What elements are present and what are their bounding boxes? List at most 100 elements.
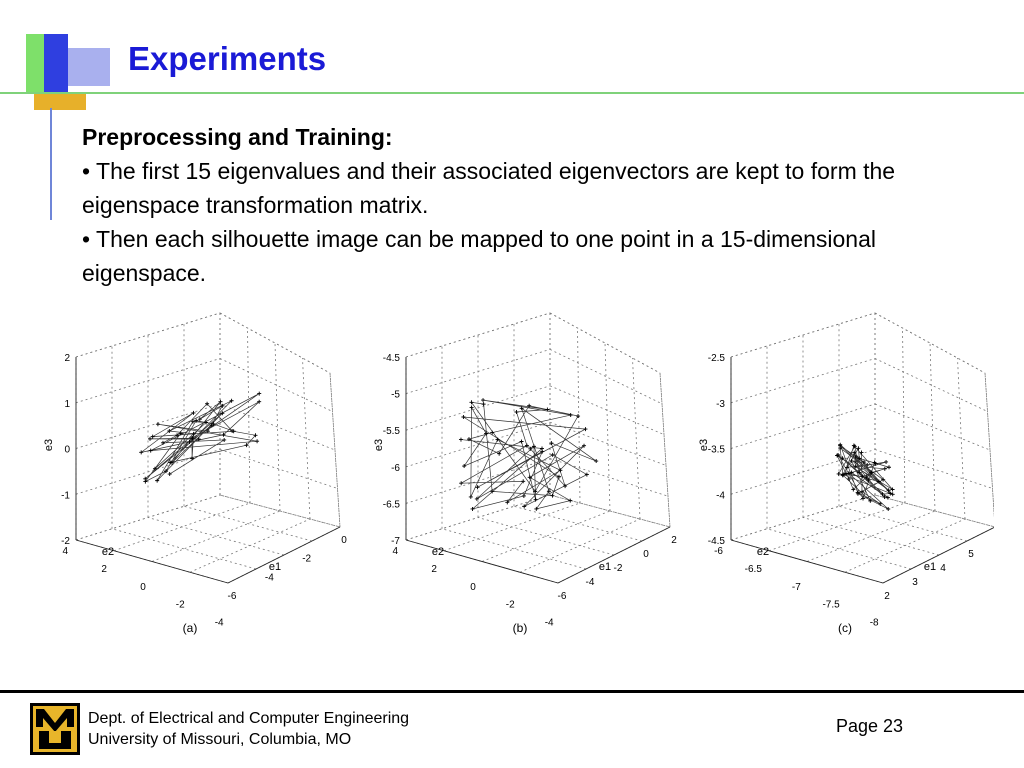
- plot-grid-line: [519, 518, 641, 573]
- data-point: [461, 414, 466, 419]
- data-point: [244, 443, 249, 448]
- deco-square-blue: [44, 34, 68, 92]
- plot-grid-line: [302, 357, 311, 520]
- data-point: [846, 476, 851, 481]
- plot-grid-line: [874, 494, 994, 528]
- z-tick-label: -2.5: [708, 353, 726, 364]
- data-point: [845, 465, 850, 470]
- y-tick-label: -6.5: [745, 564, 763, 575]
- data-point: [885, 495, 890, 500]
- data-point: [881, 477, 886, 482]
- data-point: [533, 497, 538, 502]
- plot-caption: (c): [838, 621, 852, 635]
- data-point: [886, 488, 891, 493]
- data-point: [474, 496, 479, 501]
- data-point: [189, 435, 194, 440]
- data-point: [550, 452, 555, 457]
- data-point: [229, 398, 234, 403]
- plot-axis-line: [329, 372, 341, 528]
- data-point: [558, 468, 563, 473]
- data-point: [257, 399, 262, 404]
- data-point: [853, 464, 858, 469]
- plot-grid-line: [219, 449, 338, 489]
- y-tick-label: -2: [176, 600, 185, 611]
- plot-grid-line: [247, 327, 251, 504]
- data-point: [190, 419, 195, 424]
- z-tick-label: 0: [64, 445, 70, 456]
- deco-square-gold: [34, 92, 86, 110]
- y-axis-label: e2: [432, 546, 444, 558]
- data-point: [196, 437, 201, 442]
- plot-grid-line: [219, 494, 341, 528]
- data-point: [191, 410, 196, 415]
- footer-divider: [0, 690, 1024, 693]
- data-point: [521, 479, 526, 484]
- plot-grid-line: [768, 502, 906, 552]
- plot-grid-line: [957, 357, 966, 520]
- data-point: [545, 407, 550, 412]
- data-point: [882, 494, 887, 499]
- z-tick-label: -4: [716, 490, 725, 501]
- plot-grid-line: [513, 505, 643, 542]
- data-point: [838, 442, 843, 447]
- plot-grid-line: [113, 502, 251, 552]
- plot-axis-line: [75, 539, 229, 584]
- data-point: [853, 459, 858, 464]
- data-point: [550, 493, 555, 498]
- data-point: [840, 472, 845, 477]
- z-axis-label: e3: [43, 439, 55, 451]
- plot-grid-line: [929, 342, 936, 512]
- data-point: [191, 431, 196, 436]
- data-point: [866, 478, 871, 483]
- data-point: [194, 418, 199, 423]
- data-point: [514, 409, 519, 414]
- data-point: [469, 400, 474, 405]
- data-point: [204, 420, 209, 425]
- y-tick-label: 4: [392, 546, 398, 557]
- section-heading: Preprocessing and Training:: [82, 124, 393, 150]
- plot-grid-line: [874, 449, 993, 489]
- plot-grid-line: [219, 403, 336, 451]
- data-point: [255, 439, 260, 444]
- plot-grid-line: [111, 528, 257, 570]
- data-point: [836, 471, 841, 476]
- data-point: [205, 401, 210, 406]
- x-tick-label: 5: [968, 549, 974, 560]
- data-point: [462, 464, 467, 469]
- y-tick-label: -7: [792, 582, 801, 593]
- data-point: [522, 504, 527, 509]
- data-point: [857, 470, 862, 475]
- data-point: [257, 391, 262, 396]
- data-point: [531, 444, 536, 449]
- data-point: [563, 484, 568, 489]
- plot-grid-line: [577, 327, 581, 504]
- x-tick-label: 4: [940, 563, 946, 574]
- data-point: [524, 443, 529, 448]
- data-point: [197, 417, 202, 422]
- data-point: [253, 433, 258, 438]
- plot-grid-line: [219, 358, 333, 412]
- data-point: [469, 405, 474, 410]
- data-point: [143, 479, 148, 484]
- data-point: [851, 487, 856, 492]
- data-point: [856, 446, 861, 451]
- data-point: [481, 402, 486, 407]
- plot-grid-line: [147, 517, 285, 556]
- data-point: [583, 427, 588, 432]
- plot-axis-line: [227, 526, 341, 584]
- z-tick-label: -2: [61, 536, 70, 547]
- data-point: [882, 466, 887, 471]
- university-logo: [30, 703, 80, 755]
- data-point: [470, 506, 475, 511]
- data-point: [490, 430, 495, 435]
- plot-grid-line: [405, 385, 551, 431]
- data-point: [540, 449, 545, 454]
- data-point: [873, 461, 878, 466]
- x-axis-label: e1: [924, 561, 936, 573]
- plot-grid-line: [183, 505, 313, 542]
- data-point: [505, 500, 510, 505]
- deco-square-lavender: [68, 48, 110, 86]
- plot-axis-line: [730, 539, 884, 584]
- data-point: [840, 456, 845, 461]
- data-point: [168, 460, 173, 465]
